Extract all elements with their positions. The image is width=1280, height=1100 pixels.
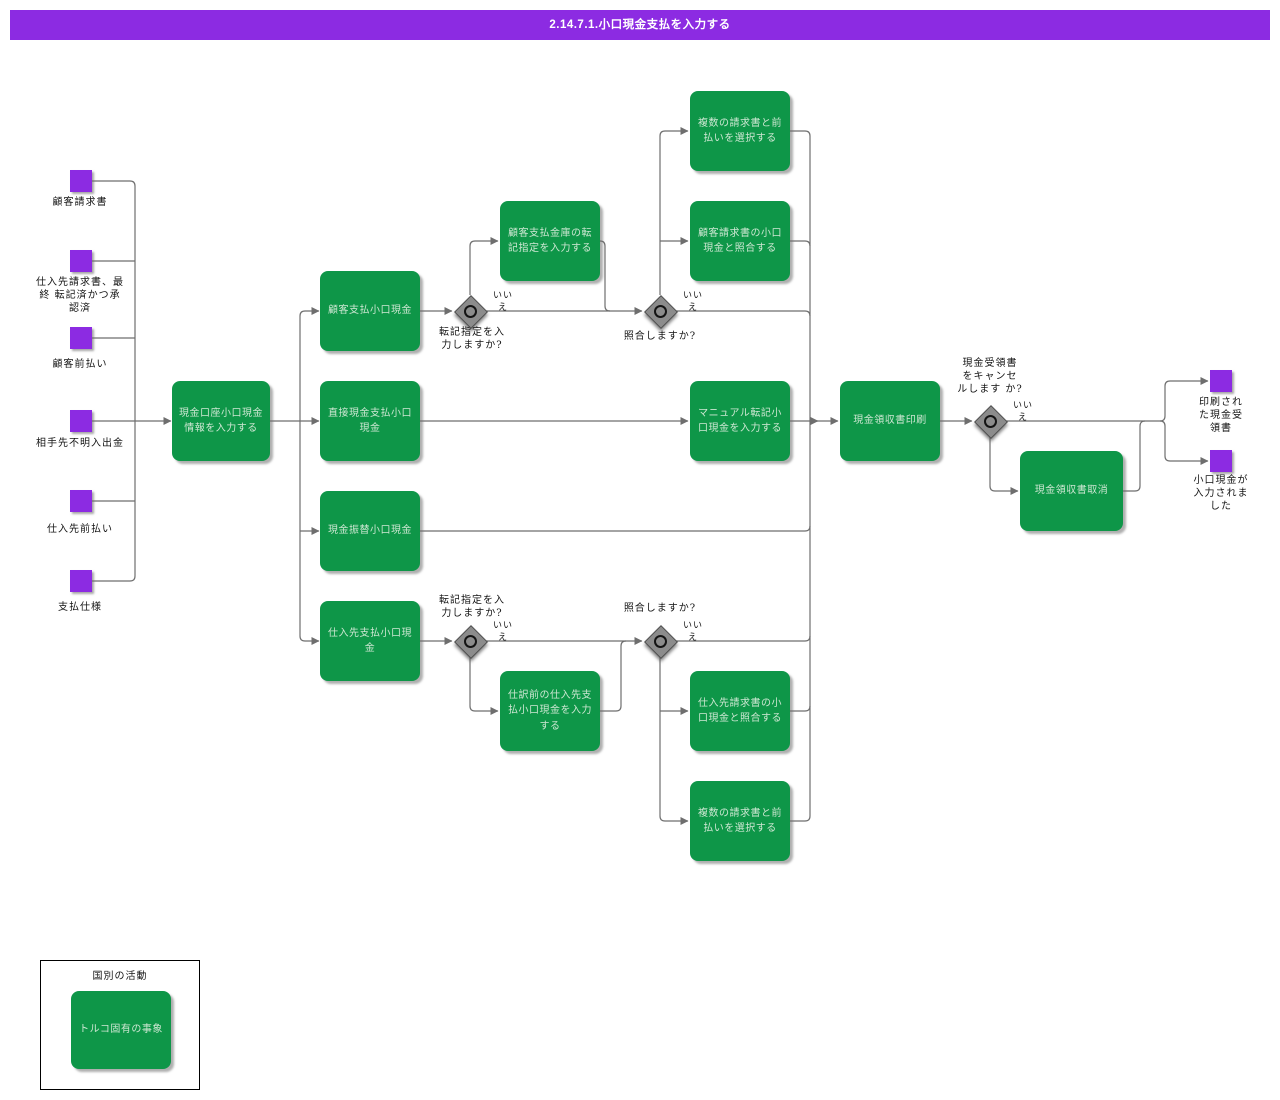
gateway-label: 照合しますか? — [623, 603, 697, 614]
gateway-no-label: いい え — [682, 291, 703, 313]
gateway-circle-icon — [463, 634, 477, 648]
start-event-vendor-prepayment — [70, 490, 92, 512]
task-enter-cash-journal-info: 現金口座小口現金 情報を入力する — [172, 381, 270, 461]
start-event-label: 相手先不明入出金 — [36, 438, 124, 449]
start-event-payment-spec — [70, 570, 92, 592]
start-event-label: 仕入先請求書、最 終 転記済かつ承 認済 — [36, 277, 124, 314]
gateway-label: 転記指定を入 力しますか? — [439, 327, 505, 351]
diagram-title-bar: 2.14.7.1.小口現金支払を入力する — [10, 10, 1270, 40]
gateway-label: 照合しますか? — [623, 331, 697, 342]
end-event-petty-cash-entered — [1210, 450, 1232, 472]
task-customer-payment: 顧客支払小口現金 — [320, 271, 420, 351]
task-vendor-payment: 仕入先支払小口現 金 — [320, 601, 420, 681]
task-cash-transfer: 現金振替小口現金 — [320, 491, 420, 571]
gateway-no-label: いい え — [492, 621, 513, 643]
end-event-label: 小口現金が 入力されま した — [1193, 475, 1249, 512]
start-event-label: 顧客前払い — [52, 359, 108, 370]
task-match-customer-invoice: 顧客請求書の小口 現金と照合する — [690, 201, 790, 281]
gateway-no-label: いい え — [682, 621, 703, 643]
start-event-label: 支払仕様 — [58, 602, 102, 613]
gateway-circle-icon — [463, 304, 477, 318]
task-select-invoices-top: 複数の請求書と前 払いを選択する — [690, 91, 790, 171]
legend-box: 国別の活動 トルコ固有の事象 — [40, 960, 200, 1090]
task-customer-posting-spec: 顧客支払金庫の転 記指定を入力する — [500, 201, 600, 281]
gateway-label: 転記指定を入 力しますか? — [439, 595, 505, 619]
task-select-invoices-bottom: 複数の請求書と前 払いを選択する — [690, 781, 790, 861]
task-print-receipt: 現金領収書印刷 — [840, 381, 940, 461]
gateway-circle-icon — [653, 304, 667, 318]
gateway-match-top — [644, 295, 678, 329]
task-direct-cash-payment: 直接現金支払小口 現金 — [320, 381, 420, 461]
gateway-match-bottom — [644, 625, 678, 659]
start-event-customer-prepayment — [70, 327, 92, 349]
gateway-circle-icon — [653, 634, 667, 648]
start-event-vendor-invoice — [70, 250, 92, 272]
end-event-printed-receipt — [1210, 370, 1232, 392]
start-event-unknown-payment — [70, 410, 92, 432]
gateway-label: 現金受領書 をキャンセ ルします か? — [957, 358, 1023, 395]
gateway-circle-icon — [983, 414, 997, 428]
legend-item-country-specific: トルコ固有の事象 — [71, 991, 171, 1069]
task-vendor-before-entry: 仕訳前の仕入先支 払小口現金を入力 する — [500, 671, 600, 751]
legend-title: 国別の活動 — [92, 971, 148, 982]
start-event-customer-invoice — [70, 170, 92, 192]
task-match-vendor-invoice: 仕入先請求書の小 口現金と照合する — [690, 671, 790, 751]
end-event-label: 印刷され た現金受 領書 — [1199, 397, 1243, 434]
start-event-label: 顧客請求書 — [52, 197, 108, 208]
task-cancel-receipt: 現金領収書取消 — [1020, 451, 1123, 531]
gateway-no-label: いい え — [492, 291, 513, 313]
gateway-posting-spec-bottom — [454, 625, 488, 659]
gateway-cancel-receipt — [974, 405, 1008, 439]
gateway-no-label: いい え — [1012, 401, 1033, 423]
start-event-label: 仕入先前払い — [47, 524, 113, 535]
gateway-posting-spec-top — [454, 295, 488, 329]
task-manual-posting: マニュアル転記小 口現金を入力する — [690, 381, 790, 461]
